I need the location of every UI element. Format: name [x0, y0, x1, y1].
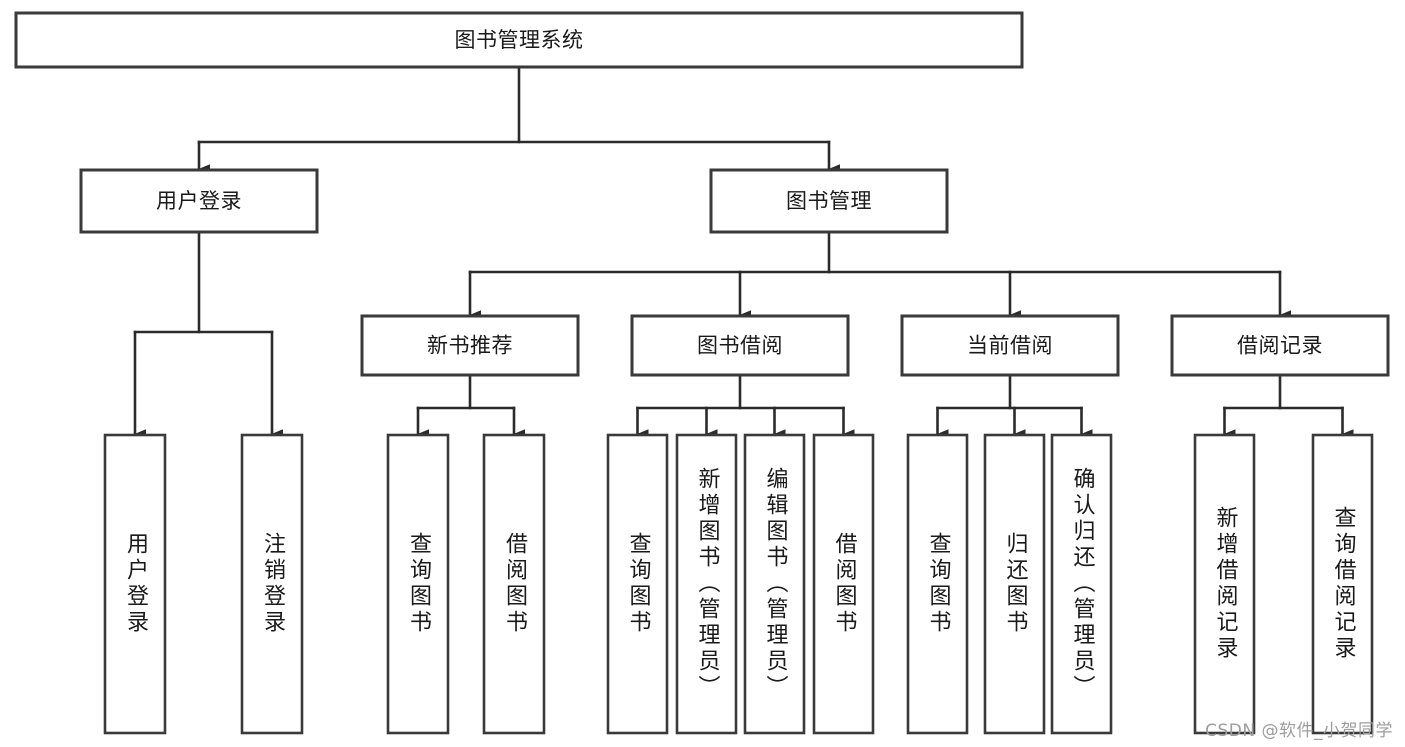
- node-box-new-book-recommend[interactable]: [360, 314, 580, 377]
- node-box-leaf-confirm-return[interactable]: [1050, 433, 1113, 735]
- csdn-watermark: CSDN @软件_小贺同学: [1205, 721, 1393, 741]
- node-box-leaf-borrow-book-1[interactable]: [482, 433, 546, 735]
- node-label-borrow-record: 借阅记录: [1237, 334, 1323, 358]
- connector-lines: [133, 65, 1354, 439]
- node-box-borrow-record[interactable]: [1170, 314, 1390, 377]
- node-label-user-login: 用户登录: [156, 189, 242, 213]
- node-box-leaf-borrow-book-2[interactable]: [812, 433, 875, 735]
- node-box-leaf-query-record[interactable]: [1311, 433, 1374, 735]
- node-label-book-manage: 图书管理: [786, 189, 872, 213]
- node-box-leaf-query-book-3[interactable]: [906, 433, 969, 735]
- node-box-leaf-user-login[interactable]: [103, 433, 167, 735]
- node-boxes: [14, 11, 1390, 735]
- node-label-new-book-recommend: 新书推荐: [427, 334, 513, 358]
- node-box-book-manage[interactable]: [709, 168, 949, 234]
- node-box-leaf-add-record[interactable]: [1193, 433, 1256, 735]
- node-label-book-borrow: 图书借阅: [697, 334, 783, 358]
- node-box-leaf-return-book[interactable]: [983, 433, 1046, 735]
- node-box-leaf-query-book-1[interactable]: [386, 433, 450, 735]
- node-label-current-borrow: 当前借阅: [967, 334, 1053, 358]
- node-box-leaf-edit-book-admin[interactable]: [743, 433, 806, 735]
- node-box-current-borrow[interactable]: [900, 314, 1120, 377]
- node-box-leaf-user-logout[interactable]: [240, 433, 304, 735]
- node-box-user-login[interactable]: [79, 168, 319, 234]
- node-box-leaf-query-book-2[interactable]: [606, 433, 669, 735]
- node-box-book-borrow[interactable]: [630, 314, 850, 377]
- node-box-root[interactable]: [14, 11, 1024, 69]
- node-box-leaf-add-book-admin[interactable]: [675, 433, 738, 735]
- node-label-root: 图书管理系统: [455, 28, 584, 52]
